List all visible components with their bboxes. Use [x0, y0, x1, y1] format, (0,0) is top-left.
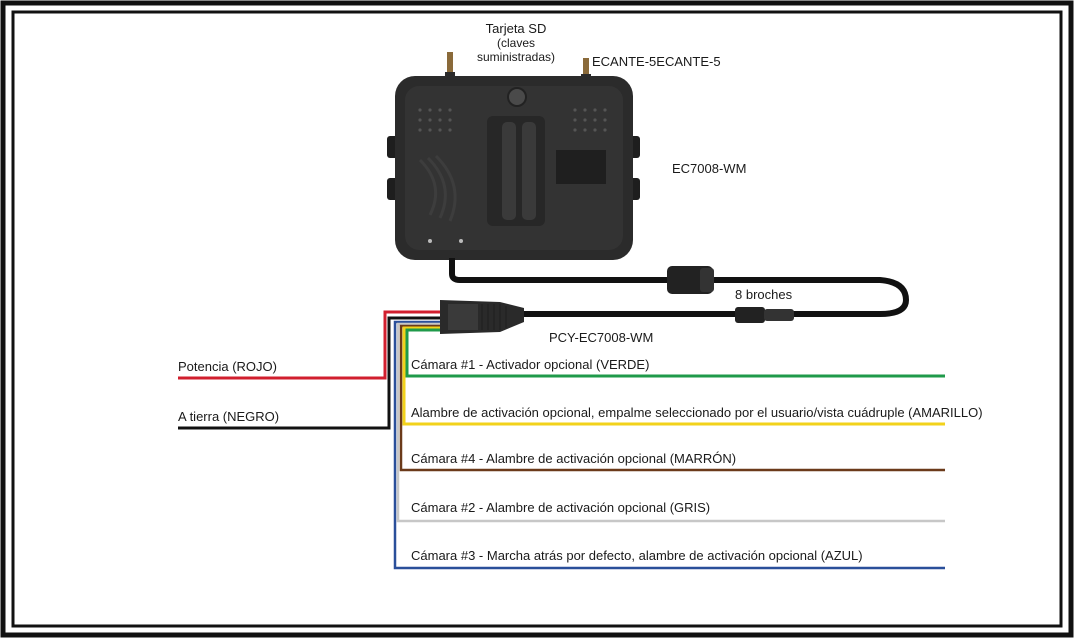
wire-green [405, 328, 945, 378]
ground-wire [178, 316, 440, 430]
power-label: Potencia (ROJO) [178, 359, 277, 374]
pins-label: 8 broches [735, 287, 793, 302]
monitor-model-label: EC7008-WM [672, 161, 746, 176]
sd-card-label-3: suministradas) [477, 50, 555, 64]
eight-pin-connector [516, 307, 794, 323]
antenna-left [445, 52, 455, 80]
wire-gray [396, 322, 945, 523]
wire-label-yellow: Alambre de activación opcional, empalme … [411, 405, 983, 420]
wire-label-blue: Cámara #3 - Marcha atrás por defecto, al… [411, 548, 863, 563]
harness-model-label: PCY-EC7008-WM [549, 330, 653, 345]
cable-main [449, 258, 910, 317]
sd-card-label-2: (claves [497, 36, 535, 50]
ground-label: A tierra (NEGRO) [178, 409, 279, 424]
antenna-label: ECANTE-5ECANTE-5 [592, 54, 721, 69]
wire-label-green: Cámara #1 - Activador opcional (VERDE) [411, 357, 649, 372]
wire-blue [393, 320, 945, 570]
wire-brown [399, 324, 945, 472]
wire-yellow [402, 326, 945, 426]
wire-label-gray: Cámara #2 - Alambre de activación opcion… [411, 500, 710, 515]
sd-card-label-1: Tarjeta SD [486, 21, 547, 36]
harness-connector [440, 300, 524, 334]
inner-frame [11, 10, 1063, 628]
wire-label-brown: Cámara #4 - Alambre de activación opcion… [411, 451, 736, 466]
monitor-unit [387, 76, 640, 260]
power-wire [178, 310, 440, 380]
knob-icon [507, 87, 527, 107]
